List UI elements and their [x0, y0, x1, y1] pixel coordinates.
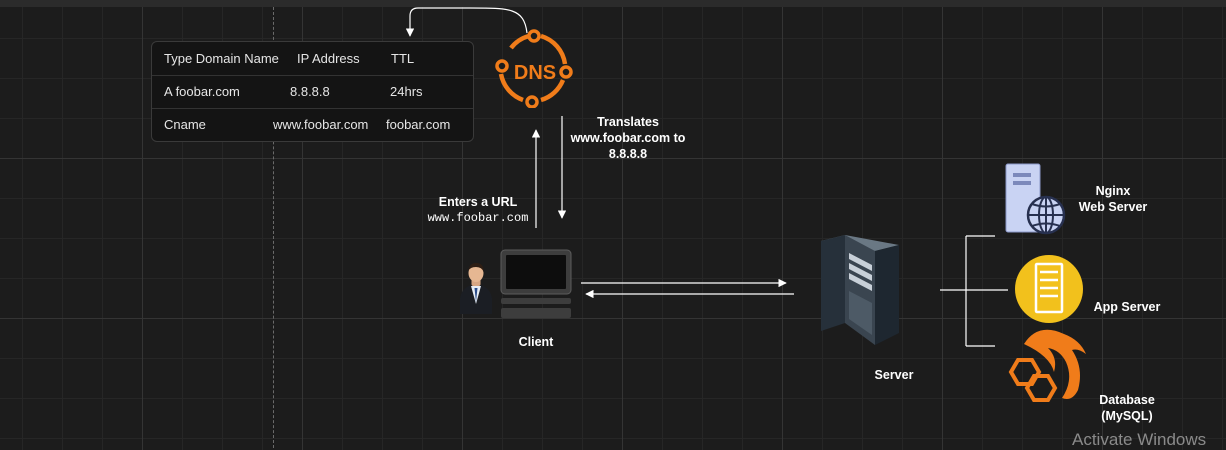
guide-line	[273, 7, 274, 448]
translates-line: 8.8.8.8	[608, 147, 648, 161]
dns-network-icon: DNS	[495, 29, 573, 108]
table-cell: foobar.com	[386, 117, 451, 132]
app-server-icon	[1015, 255, 1083, 323]
activate-windows-watermark: Activate Windows	[1072, 430, 1207, 449]
table-cell: 8.8.8.8	[290, 84, 330, 99]
column-header: Type Domain Name	[164, 51, 279, 66]
table-cell: www.foobar.com	[273, 117, 369, 132]
table-cell: A foobar.com	[164, 84, 240, 99]
column-header: IP Address	[297, 51, 360, 66]
client-label: Client	[518, 335, 554, 349]
table-cell: 24hrs	[390, 84, 423, 99]
app-server-label: App Server	[1093, 300, 1161, 314]
user-icon	[460, 263, 492, 314]
column-header: TTL	[391, 51, 415, 66]
mysql-database-icon	[1008, 329, 1086, 402]
database-label: Database (MySQL)	[1082, 392, 1172, 424]
translates-line: www.foobar.com to	[570, 131, 686, 145]
table-cell: Cname	[164, 117, 206, 132]
entered-url: www.foobar.com	[427, 211, 529, 225]
dns-icon-label: DNS	[514, 62, 556, 84]
enters-url-label: Enters a URL www.foobar.com	[418, 194, 538, 226]
web-server-icon	[1005, 163, 1066, 235]
server-tower-icon	[821, 235, 899, 345]
table-row: A foobar.com 8.8.8.8 24hrs	[152, 75, 473, 109]
translates-line: Translates	[597, 115, 659, 129]
database-line: (MySQL)	[1101, 409, 1153, 423]
table-header-row: Type Domain Name IP Address TTL	[152, 42, 473, 76]
dns-records-table: Type Domain Name IP Address TTL A foobar…	[151, 41, 474, 142]
database-line: Database	[1099, 393, 1155, 407]
nginx-label: Nginx Web Server	[1070, 183, 1156, 215]
server-label: Server	[874, 368, 914, 382]
top-bar	[0, 0, 1226, 7]
table-row: Cname www.foobar.com foobar.com	[152, 108, 473, 141]
dns-loop-arrow	[405, 7, 528, 37]
enters-url-line: Enters a URL	[438, 195, 518, 209]
nginx-line: Web Server	[1078, 200, 1148, 214]
laptop-icon	[500, 249, 572, 318]
server-branch-lines	[940, 235, 1008, 347]
nginx-line: Nginx	[1095, 184, 1131, 198]
translates-label: Translates www.foobar.com to 8.8.8.8	[567, 114, 689, 162]
